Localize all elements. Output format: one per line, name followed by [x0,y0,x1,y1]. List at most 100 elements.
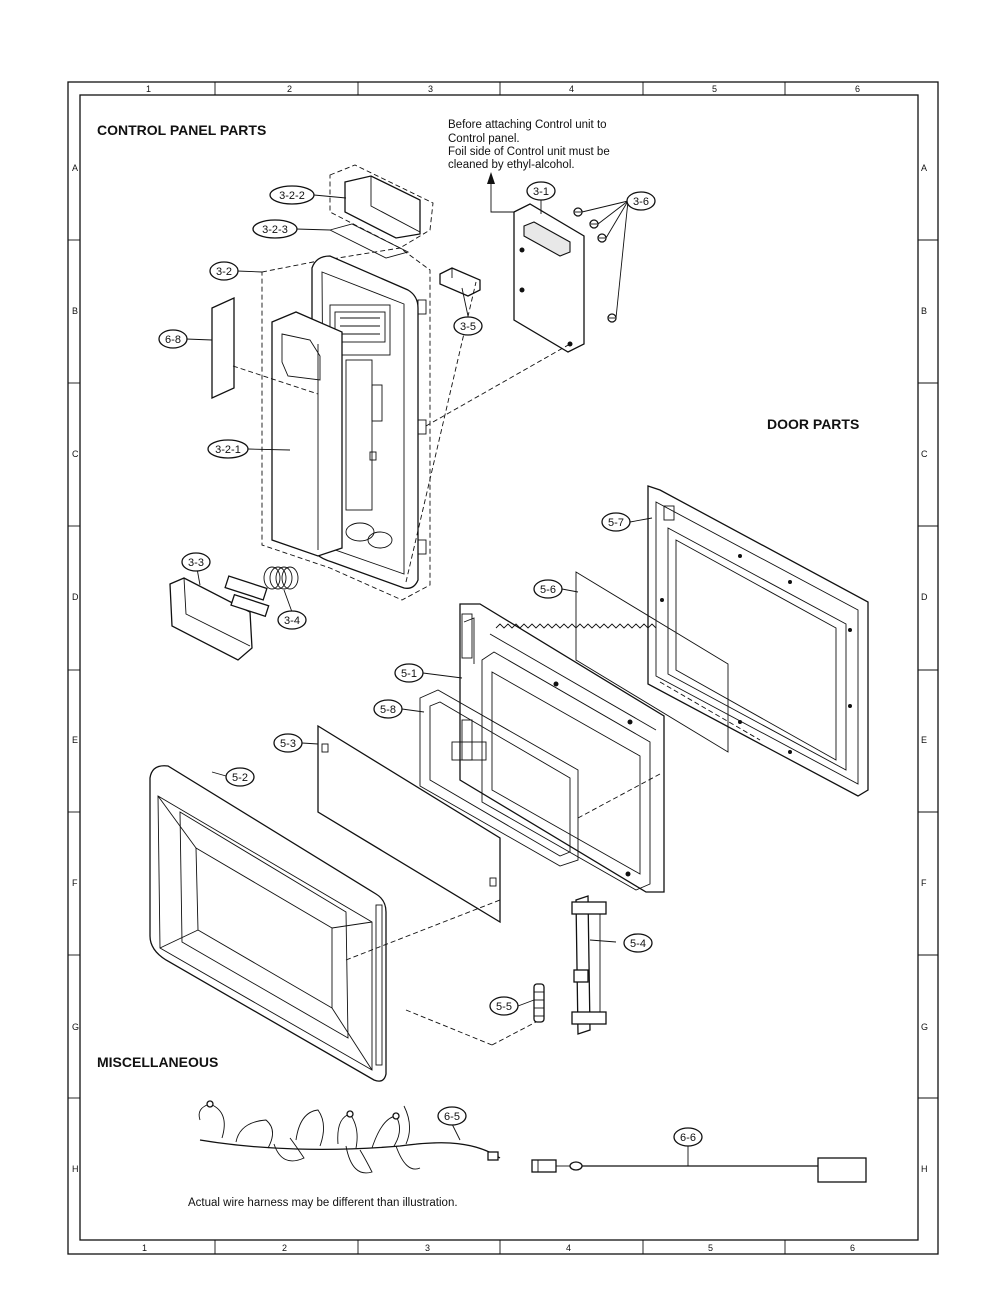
grid-col-label: 5 [708,1243,713,1253]
grid-row-label: B [72,306,78,316]
part-6-5-wire-harness [198,1100,501,1174]
callout-label: 5-5 [496,1001,512,1013]
grid-row-label: H [72,1164,79,1174]
callout-3-1: 3-1 [526,181,556,201]
misc-leader-lines [451,1123,689,1166]
door-projection-lines [345,681,761,1046]
assembly-outline-3-2 [261,164,434,601]
grid-row-label: D [921,592,928,602]
callout-label: 6-6 [680,1132,696,1144]
section-title-door: DOOR PARTS [767,416,859,432]
grid-row-label: F [921,878,927,888]
wire-harness-note: Actual wire harness may be different tha… [188,1197,458,1209]
callout-3-2: 3-2 [209,261,239,281]
callout-label: 3-2 [216,266,232,278]
callout-5-3: 5-3 [273,733,303,753]
callout-label: 5-2 [232,772,248,784]
section-title-control-panel: CONTROL PANEL PARTS [97,122,266,138]
note-arrow [487,172,518,213]
grid-row-label: E [72,735,78,745]
callout-5-1: 5-1 [394,663,424,683]
grid-col-label: 1 [146,84,151,94]
grid-col-label: 6 [855,84,860,94]
part-5-5-spring [533,983,545,1023]
callout-5-4: 5-4 [623,933,653,953]
callout-label: 5-7 [608,517,624,529]
callout-label: 5-4 [630,938,646,950]
callout-label: 5-8 [380,704,396,716]
part-3-2-2-display-window [344,175,421,239]
grid-row-label: C [921,449,928,459]
control-panel-leader-lines [185,194,629,613]
callout-label: 3-2-1 [215,444,241,456]
callout-3-4: 3-4 [277,610,307,630]
callout-label: 3-6 [633,196,649,208]
callout-3-5: 3-5 [453,316,483,336]
callout-5-7: 5-7 [601,512,631,532]
grid-row-labels-right: A B C D E F G H [921,163,928,1174]
part-3-2-3-sheet [328,223,410,259]
control-unit-note: Before attaching Control unit to Control… [448,119,610,171]
part-3-3-button [169,575,270,661]
grid-row-label: A [72,163,78,173]
note-line: Control panel. [448,133,520,145]
callout-label: 3-3 [188,557,204,569]
grid-row-label: E [921,735,927,745]
callout-label: 5-6 [540,584,556,596]
callout-6-8: 6-8 [158,329,188,349]
part-5-2-door-panel [149,765,387,1082]
grid-col-label: 4 [569,84,574,94]
note-line: cleaned by ethyl-alcohol. [448,159,575,171]
callout-label: 6-8 [165,334,181,346]
grid-row-labels-left: A B C D E F G H [72,163,79,1174]
door-leader-lines [211,517,653,1007]
note-line: Before attaching Control unit to [448,119,607,131]
part-3-2-1-panel-sheet [271,311,343,557]
part-3-5-pad [439,267,481,297]
callout-label: 3-5 [460,321,476,333]
grid-row-label: C [72,449,79,459]
grid-col-label: 3 [425,1243,430,1253]
grid-row-label: D [72,592,79,602]
callout-label: 6-5 [444,1111,460,1123]
callout-label: 3-4 [284,615,300,627]
grid-column-labels-bottom: 1 2 3 4 5 6 [142,1243,855,1253]
part-6-6-cord [531,1157,867,1183]
callout-3-2-2: 3-2-2 [269,185,315,205]
grid-row-label: G [921,1022,928,1032]
callout-3-2-1: 3-2-1 [207,439,249,459]
callout-3-2-3: 3-2-3 [252,219,298,239]
part-3-6-screws [573,207,617,323]
grid-row-label: A [921,163,927,173]
grid-col-label: 2 [287,84,292,94]
callout-5-6: 5-6 [533,579,563,599]
grid-col-label: 4 [566,1243,571,1253]
grid-column-labels-top: 1 2 3 4 5 6 [146,84,860,94]
drawing-frame [67,81,939,1255]
part-5-6-sheet [575,571,729,753]
callout-label: 3-2-2 [279,190,305,202]
part-3-1-control-unit [513,203,585,353]
callout-3-6: 3-6 [626,191,656,211]
grid-col-label: 2 [282,1243,287,1253]
callout-3-3: 3-3 [181,552,211,572]
callout-label: 3-2-3 [262,224,288,236]
grid-col-label: 6 [850,1243,855,1253]
part-3-4-spring [263,566,299,590]
chassis-choke-teeth [495,623,657,629]
part-5-7-door-frame [647,485,869,797]
callout-label: 5-3 [280,738,296,750]
grid-col-label: 5 [712,84,717,94]
part-6-8-label [211,296,235,400]
grid-row-label: B [921,306,927,316]
grid-row-label: F [72,878,78,888]
part-5-8-choke-cover [419,689,579,867]
callout-label: 5-1 [401,668,417,680]
note-line: Foil side of Control unit must be [448,146,610,158]
callout-6-6: 6-6 [673,1127,703,1147]
callout-label: 3-1 [533,186,549,198]
part-5-1-door-chassis [451,603,665,893]
part-5-4-latch [571,895,607,1035]
callout-5-8: 5-8 [373,699,403,719]
